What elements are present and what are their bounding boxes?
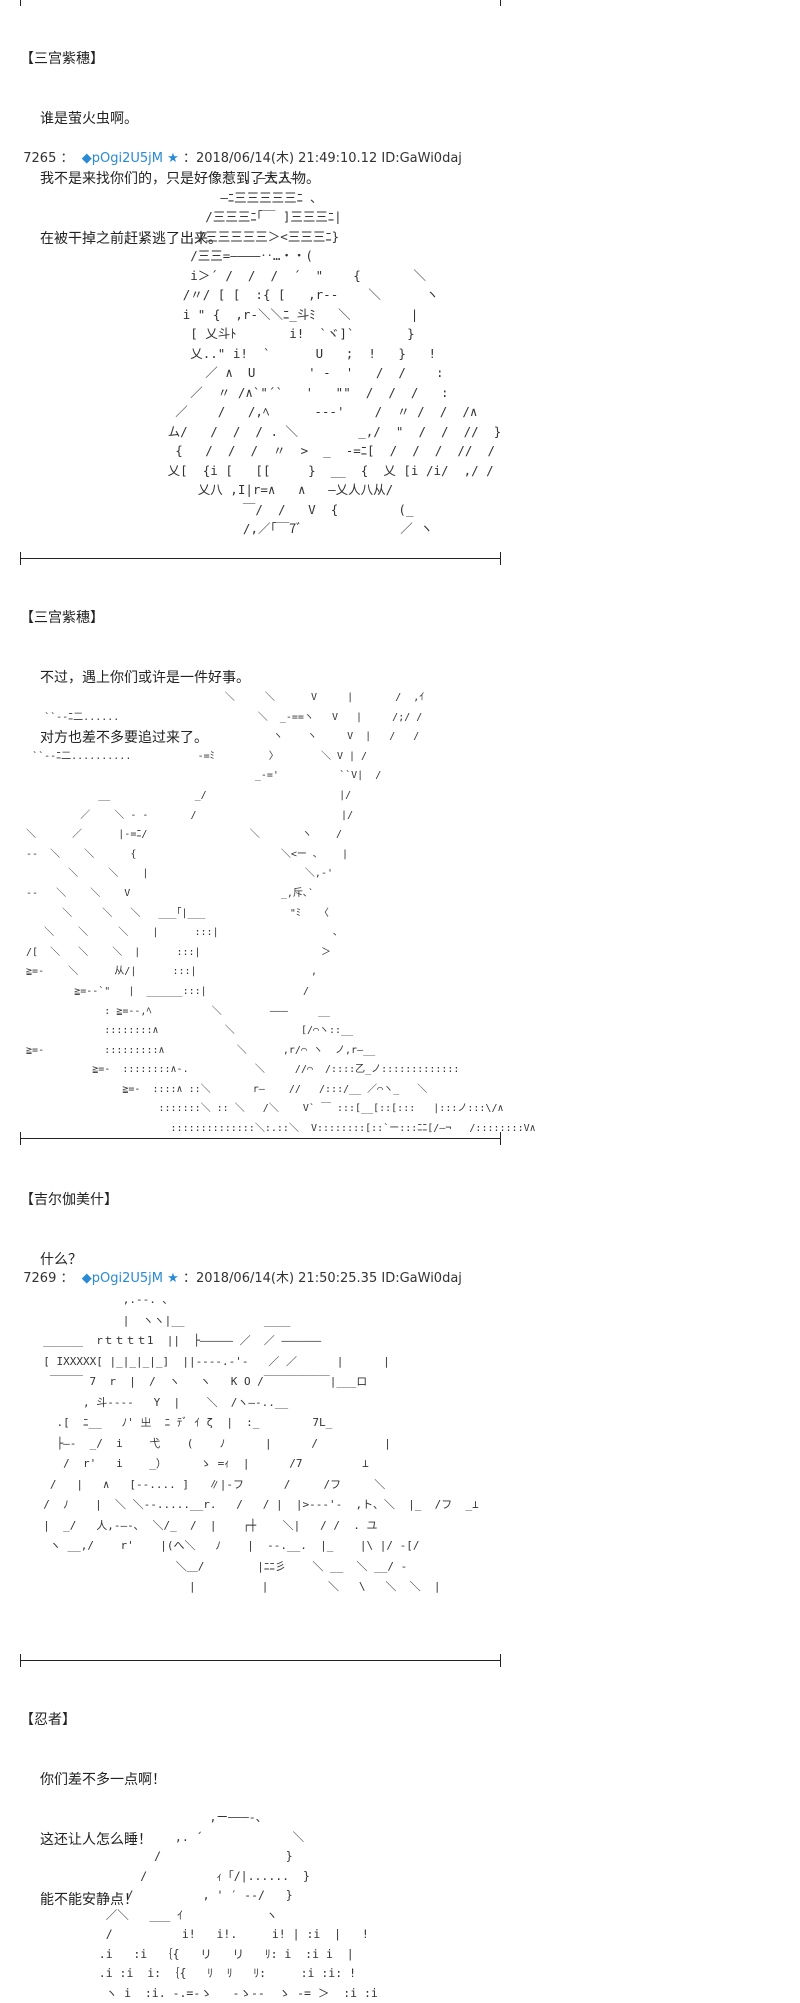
- dialogue-box: 【忍者】 你们差不多一点啊！ 这还让人怎么睡！ 能不能安静点！: [20, 1670, 166, 1930]
- post-id: ID:GaWi0daj: [381, 151, 462, 166]
- tripcode-link[interactable]: ◆pOgi2U5jM: [81, 1271, 164, 1286]
- dialogue-box: 【三宫紫穗】 不过，遇上你们或许是一件好事。 对方也差不多要追过来了。: [20, 568, 250, 768]
- post-header: 7265 ： ◆pOgi2U5jM ★ ：2018/06/14(木) 21:49…: [23, 151, 462, 166]
- ascii-art-scene: ＼ ＼ V | / ,ｲ ``‐-ﾆ二...... ＼ _-==ヽ V | /;…: [26, 692, 536, 1135]
- ascii-art-ninja: ,ー―――-、 ,. ´ ＼ / } / ｨ「/|...... } / , ' …: [98, 1810, 378, 2000]
- post-datetime: 2018/06/14(木) 21:49:10.12: [195, 151, 378, 166]
- dialogue-line: 能不能安静点！: [40, 1892, 138, 1908]
- ascii-art-girl: ,.―三三― ―ﾆ三三三三三ﾆ ､ /三三三ﾆ｢￣ ]三三三ﾆ| /三三三三三＞…: [167, 170, 502, 536]
- top-divider-fragment: [20, 0, 501, 6]
- divider-line: [20, 1132, 501, 1145]
- dialogue-line: 谁是萤火虫啊。: [40, 111, 138, 127]
- dialogue-line: 对方也差不多要追过来了。: [40, 730, 208, 746]
- post-id: ID:GaWi0daj: [381, 1271, 462, 1286]
- dialogue-box: 【吉尔伽美什】 什么？: [20, 1150, 118, 1290]
- tripcode-link[interactable]: ◆pOgi2U5jM: [81, 151, 164, 166]
- divider-line: [20, 552, 501, 565]
- post-header: 7269 ： ◆pOgi2U5jM ★ ：2018/06/14(木) 21:50…: [23, 1271, 462, 1286]
- speaker-name: 【吉尔伽美什】: [20, 1192, 118, 1208]
- dialogue-line: 什么？: [40, 1252, 82, 1268]
- post-number: 7265: [23, 151, 57, 166]
- dialogue-line: 在被干掉之前赶紧逃了出来。: [40, 231, 222, 247]
- dialogue-line: 这还让人怎么睡！: [40, 1832, 152, 1848]
- star-icon: ★: [167, 1271, 179, 1286]
- post-separator: ：: [60, 1271, 74, 1286]
- speaker-name: 【三宫紫穗】: [20, 610, 104, 626]
- dialogue-line: 我不是来找你们的，只是好像惹到了大人物。: [40, 171, 320, 187]
- divider-line: [20, 1654, 501, 1667]
- speaker-name: 【三宫紫穗】: [20, 51, 104, 67]
- dialogue-line: 你们差不多一点啊！: [40, 1772, 166, 1788]
- dialogue-line: 不过，遇上你们或许是一件好事。: [40, 670, 250, 686]
- post-number: 7269: [23, 1271, 57, 1286]
- post-datetime: 2018/06/14(木) 21:50:25.35: [195, 1271, 378, 1286]
- star-icon: ★: [167, 151, 179, 166]
- speaker-name: 【忍者】: [20, 1712, 76, 1728]
- post-separator: ：: [60, 151, 74, 166]
- ascii-art-gilgamesh: ,.-‐. ､ | ヽヽ|__ ____ ______ rｔｔｔｔ1 || ├―…: [43, 1293, 479, 1593]
- dialogue-box: 【三宫紫穗】 谁是萤火虫啊。 我不是来找你们的，只是好像惹到了大人物。 在被干掉…: [20, 9, 320, 269]
